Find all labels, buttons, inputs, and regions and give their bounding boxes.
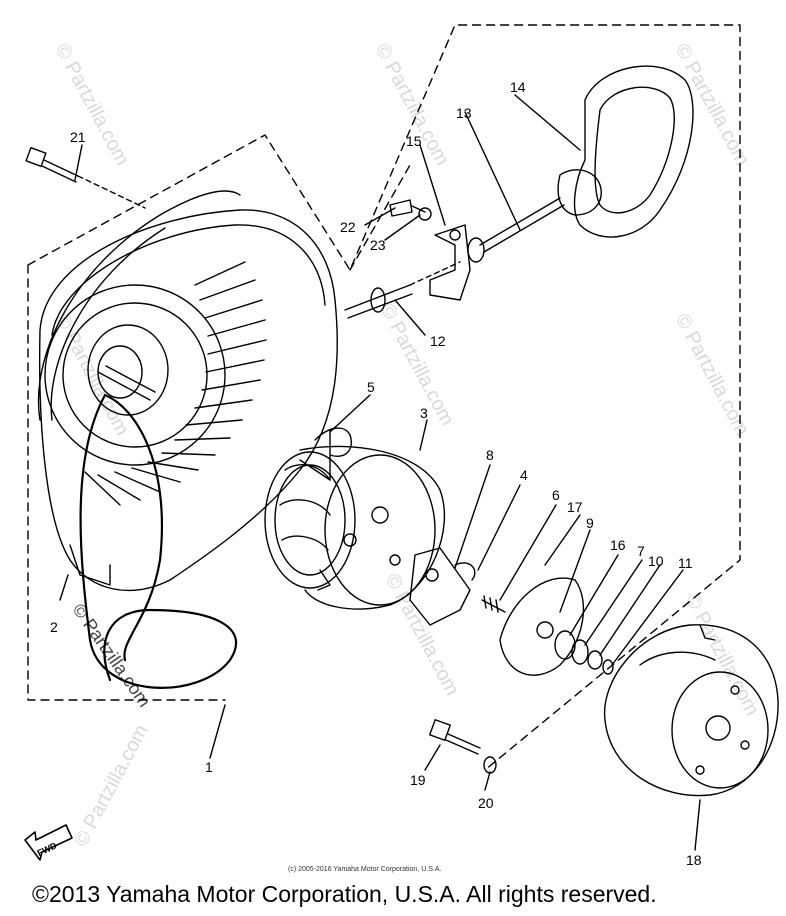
- bracket-15: [429, 224, 485, 301]
- assembly-outline-inner: [349, 164, 411, 271]
- callout-13: 13: [456, 105, 472, 121]
- callout-7: 7: [637, 543, 645, 559]
- callout-9: 9: [586, 515, 594, 531]
- reel-3: [264, 445, 446, 610]
- callout-16: 16: [610, 537, 626, 553]
- washer-16: [554, 630, 576, 660]
- callout-3: 3: [420, 405, 428, 421]
- bolt-19: [429, 719, 481, 755]
- fan-housing: [37, 190, 338, 592]
- cover-18: [603, 624, 779, 797]
- spring-5: [314, 427, 352, 457]
- callout-15: 15: [406, 133, 422, 149]
- spring-17: [481, 595, 506, 613]
- callout-19: 19: [410, 772, 426, 788]
- washer-23: [418, 207, 432, 221]
- callout-8: 8: [486, 447, 494, 463]
- guide-12: [344, 261, 461, 319]
- nut-11: [602, 659, 614, 675]
- nut-10: [587, 650, 603, 670]
- starter-rope: [79, 393, 237, 689]
- callout-1: 1: [205, 759, 213, 775]
- small-copyright: (c) 2005-2016 Yamaha Motor Corporation, …: [288, 866, 442, 873]
- screw-22: [389, 199, 426, 217]
- callout-11: 11: [678, 555, 693, 571]
- callout-12: 12: [430, 333, 446, 349]
- callout-6: 6: [552, 487, 560, 503]
- callout-2: 2: [50, 619, 58, 635]
- callout-22: 22: [340, 219, 356, 235]
- handle-14: [479, 65, 694, 253]
- callout-20: 20: [478, 795, 494, 811]
- callout-labels: 1 2 3 4 5 6 7 8 9 10 11 12 13 14 15 16 1…: [36, 79, 702, 868]
- callout-18: 18: [686, 852, 702, 868]
- callout-5: 5: [367, 379, 375, 395]
- callout-4: 4: [520, 467, 528, 483]
- pawl-4: [409, 547, 476, 626]
- fwd-label: FWD: [36, 840, 59, 858]
- copyright-notice: ©2013 Yamaha Motor Corporation, U.S.A. A…: [32, 881, 657, 907]
- fwd-arrow: [24, 824, 73, 861]
- plate-9: [499, 577, 585, 676]
- callout-21: 21: [70, 129, 86, 145]
- washer-7: [571, 639, 589, 665]
- callout-10: 10: [648, 553, 664, 569]
- callout-17: 17: [567, 499, 583, 515]
- callout-23: 23: [370, 237, 386, 253]
- assembly-outline: [27, 24, 741, 771]
- callout-14: 14: [510, 79, 526, 95]
- bolt-21: [25, 146, 146, 209]
